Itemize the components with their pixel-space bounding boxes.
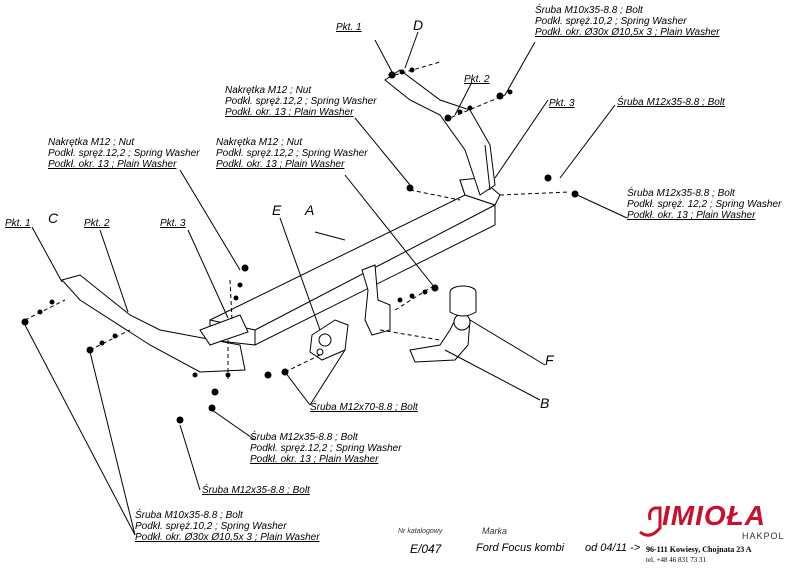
point-label-pkt1-top: Pkt. 1 [336, 22, 362, 33]
company-address: 96-111 Kowiesy, Chojnata 23 A [646, 545, 752, 554]
callout-bolt-m12x35-single: Śruba M12x35-8.8 ; Bolt [202, 485, 310, 496]
callout-bolt-m12x70: Śruba M12x70-8.8 ; Bolt [310, 402, 418, 413]
part-letter-c: C [48, 210, 59, 226]
callout-right-bolt-set: Śruba M12x35-8.8 ; Bolt Podkł. spręż. 12… [627, 188, 782, 221]
point-label-pkt2-left: Pkt. 2 [84, 218, 110, 229]
vehicle-model: Ford Focus kombi [476, 542, 565, 554]
callout-bottom-left-bolt: Śruba M10x35-8.8 ; Bolt Podkł. spręż.10,… [135, 510, 320, 543]
company-logo-subtext: HAKPOL [742, 531, 785, 541]
point-label-pkt2-top: Pkt. 2 [464, 74, 490, 85]
tow-ball-b [409, 313, 471, 363]
callout-nut-left: Nakrętka M12 ; Nut Podkł. spręż.12,2 ; S… [48, 137, 200, 170]
assembly-lines [24, 61, 571, 380]
callout-right-bolt-single: Śruba M12x35-8.8 ; Bolt [617, 97, 725, 108]
part-letter-d: D [413, 17, 424, 33]
part-letter-f: F [545, 352, 554, 368]
callout-nut-middle: Nakrętka M12 ; Nut Podkł. spręż.12,2 ; S… [216, 137, 368, 170]
callout-top-right-bolt: Śruba M10x35-8.8 ; Bolt Podkł. spręż.10,… [535, 5, 720, 38]
catalog-number: E/047 [410, 542, 442, 556]
hakpol-logo-mark [639, 506, 662, 537]
company-logo-text: IMIOŁA [662, 500, 766, 531]
ball-cover-f [449, 285, 477, 317]
catalog-number-header: Nr katalogowy [398, 528, 443, 535]
production-date: od 04/11 -> [585, 542, 641, 554]
callout-nut-upper: Nakrętka M12 ; Nut Podkł. spręż.12,2 ; S… [225, 85, 377, 118]
company-phone: tel. +48 46 831 73 31 [646, 556, 706, 564]
point-label-pkt3-top: Pkt. 3 [549, 98, 575, 109]
bracket-c [61, 274, 249, 373]
point-label-pkt3-left: Pkt. 3 [160, 218, 186, 229]
part-letter-e: E [272, 202, 282, 218]
point-label-pkt1-left: Pkt. 1 [5, 218, 31, 229]
brand-header: Marka [482, 526, 508, 536]
bracket-d [384, 69, 496, 196]
hook-bracket [361, 264, 391, 336]
part-letter-a: A [305, 202, 315, 218]
leader-lines [24, 31, 628, 536]
fasteners [21, 67, 579, 424]
callout-bolt-m12x35-set: Śruba M12x35-8.8 ; Bolt Podkł. spręż.12,… [250, 432, 402, 465]
part-letter-b: B [540, 395, 550, 411]
